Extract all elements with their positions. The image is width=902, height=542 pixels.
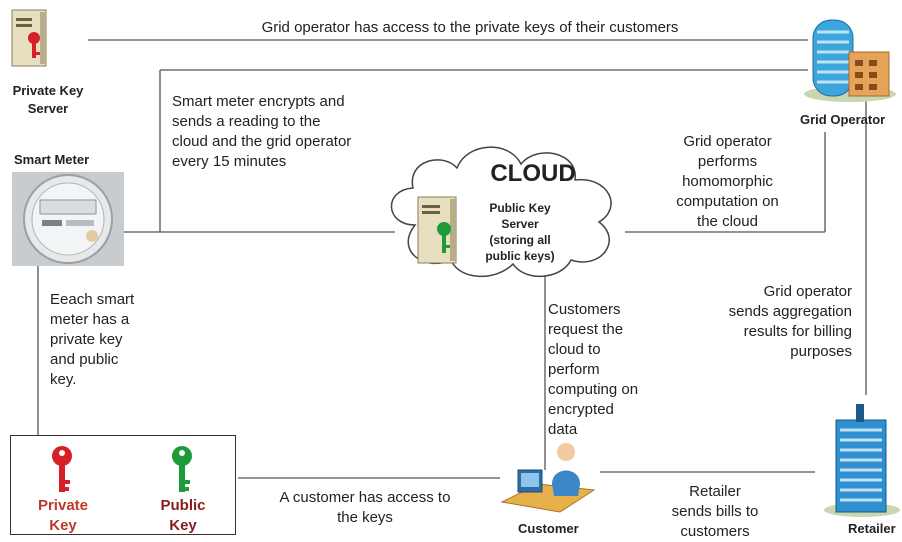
retailer-label: Retailer xyxy=(848,521,896,536)
annotation-private-key-access: Grid operator has access to the private … xyxy=(261,19,679,36)
cloud-title: CLOUD xyxy=(490,160,576,187)
grid-operator-label: Grid Operator xyxy=(800,112,886,127)
annotation-meter-encrypts: Smart meter encrypts and sends a reading… xyxy=(172,93,352,170)
annotation-homomorphic: Grid operator performs homomorphic compu… xyxy=(676,133,779,230)
annotation-each-meter: Eeach smart meter has a private key and … xyxy=(50,291,135,388)
customer-keys-box: Private Key Public Key xyxy=(10,435,236,535)
annotation-customer-keys: A customer has access to the keys xyxy=(279,489,451,526)
private-key-icon xyxy=(52,446,72,492)
smart-meter-icon xyxy=(12,172,124,266)
public-key-server-icon xyxy=(417,196,457,264)
annotation-aggregation: Grid operator sends aggregation results … xyxy=(728,283,852,360)
private-key-label: Private Key xyxy=(37,497,89,534)
public-key-server-label: Public Key Server (storing all public ke… xyxy=(485,201,555,263)
customer-label: Customer xyxy=(518,521,579,536)
grid-operator-building-icon xyxy=(804,19,896,102)
annotation-retailer-bills: Retailer sends bills to customers xyxy=(671,483,759,540)
smart-meter-label: Smart Meter xyxy=(14,152,90,167)
retailer-building-icon xyxy=(824,404,900,517)
public-key-label: Public Key xyxy=(160,497,206,534)
private-key-server-label: Private Key Server xyxy=(12,83,84,116)
customer-icon xyxy=(500,443,596,513)
public-key-icon xyxy=(172,446,192,492)
private-key-server-icon xyxy=(11,9,47,67)
annotation-customers-request: Customers request the cloud to perform c… xyxy=(548,301,639,438)
